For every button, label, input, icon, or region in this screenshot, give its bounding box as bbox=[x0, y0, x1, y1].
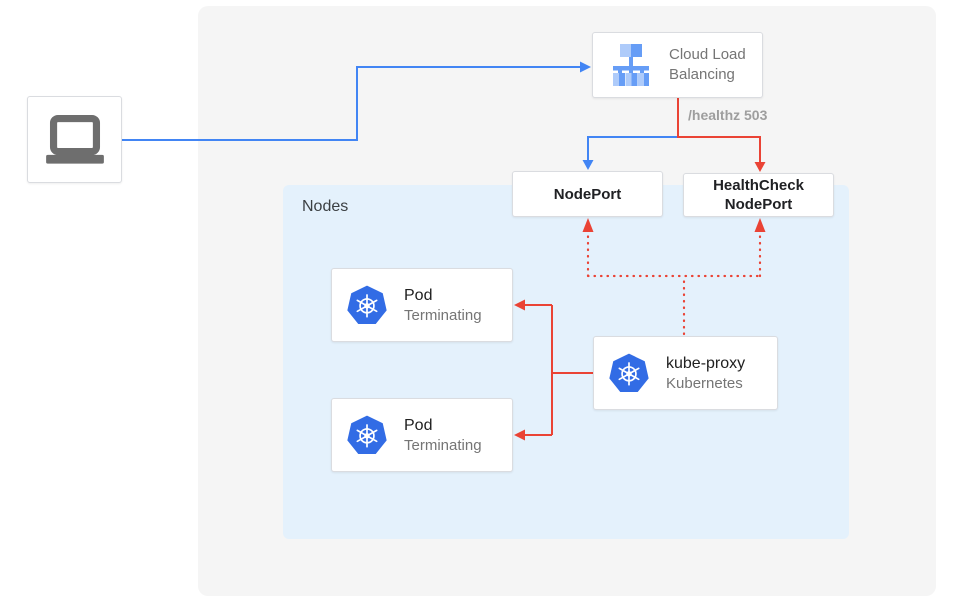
cloud-load-balancing-node: Cloud Load Balancing bbox=[592, 32, 763, 98]
pod-node-1: Pod Terminating bbox=[331, 268, 513, 342]
kube-proxy-node: kube-proxy Kubernetes bbox=[593, 336, 778, 410]
healthcheck-nodeport-label-line1: HealthCheck bbox=[713, 177, 804, 194]
cloud-load-balancing-label: Cloud Load Balancing bbox=[669, 46, 746, 83]
nodeport-node: NodePort bbox=[512, 171, 663, 217]
kubernetes-icon bbox=[346, 284, 388, 326]
pod-subtitle: Terminating bbox=[404, 306, 482, 324]
healthcheck-nodeport-label-line2: NodePort bbox=[724, 196, 793, 213]
nodeport-label: NodePort bbox=[553, 185, 622, 203]
load-balancer-icon bbox=[603, 38, 659, 92]
kube-proxy-title: kube-proxy bbox=[666, 354, 746, 372]
nodes-panel-label: Nodes bbox=[302, 198, 349, 215]
pod-title: Pod bbox=[404, 416, 433, 434]
laptop-icon bbox=[45, 114, 104, 164]
client-laptop-node bbox=[27, 96, 122, 183]
pod-subtitle: Terminating bbox=[404, 436, 482, 454]
pod-title: Pod bbox=[404, 286, 433, 304]
healthcheck-nodeport-node: HealthCheck NodePort bbox=[683, 173, 834, 217]
kube-proxy-subtitle: Kubernetes bbox=[666, 374, 743, 392]
kubernetes-icon bbox=[608, 352, 650, 394]
pod-node-2: Pod Terminating bbox=[331, 398, 513, 472]
healthz-label: /healthz 503 bbox=[688, 107, 768, 123]
kubernetes-icon bbox=[346, 414, 388, 456]
